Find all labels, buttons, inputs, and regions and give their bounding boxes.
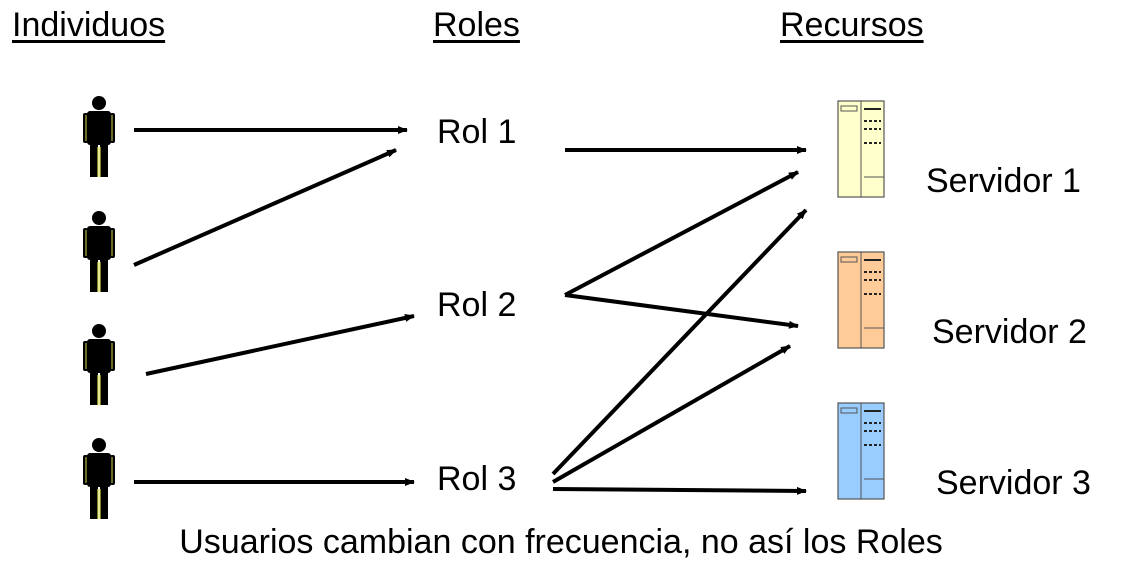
header-resources: Recursos (780, 6, 924, 44)
role-label-1: Rol 1 (437, 113, 517, 151)
person-icon (82, 437, 116, 520)
server-icon (837, 402, 885, 500)
header-individuals: Individuos (12, 6, 166, 44)
arrow-person3-rol2 (145, 313, 415, 376)
arrow-rol3-servidor3 (552, 486, 807, 495)
server-icon (837, 100, 885, 198)
arrow-rol3-servidor1 (551, 208, 808, 476)
server-label-3: Servidor 3 (936, 464, 1091, 502)
header-roles: Roles (433, 6, 520, 44)
server-label-2: Servidor 2 (932, 313, 1087, 351)
diagram-caption: Usuarios cambian con frecuencia, no así … (179, 523, 943, 561)
role-label-2: Rol 2 (437, 286, 517, 324)
person-icon (82, 323, 116, 406)
role-label-3: Rol 3 (437, 460, 517, 498)
arrow-rol3-servidor2 (552, 344, 791, 484)
arrow-rol2-servidor2 (564, 293, 799, 329)
person-icon (82, 95, 116, 178)
server-label-1: Servidor 1 (926, 162, 1081, 200)
person-icon (82, 210, 116, 293)
server-icon (837, 251, 885, 349)
arrow-person2-rol1 (133, 148, 397, 267)
arrow-rol2-servidor1 (564, 170, 799, 297)
